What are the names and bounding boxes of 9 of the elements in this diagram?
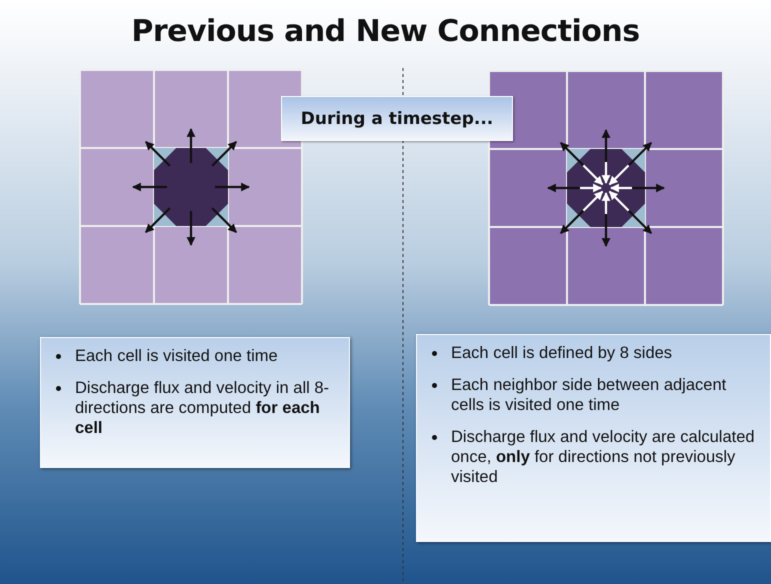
bullet-text: Discharge flux and velocity are calculated once, only for directions not previously visited (425, 427, 762, 487)
bullet-text: Each neighbor side between adjacent cells is visited one time (425, 375, 762, 415)
slide-title: Previous and New Connections (130, 14, 641, 49)
callout-box: During a timestep... (281, 96, 513, 141)
text-panel (416, 334, 771, 542)
bullet-text: Each cell is visited one time (49, 346, 341, 366)
bullet-text: Discharge flux and velocity in all 8-directions are computed for each cell (49, 378, 341, 438)
text-panel (40, 337, 350, 468)
bullet-text: Each cell is defined by 8 sides (425, 343, 762, 363)
